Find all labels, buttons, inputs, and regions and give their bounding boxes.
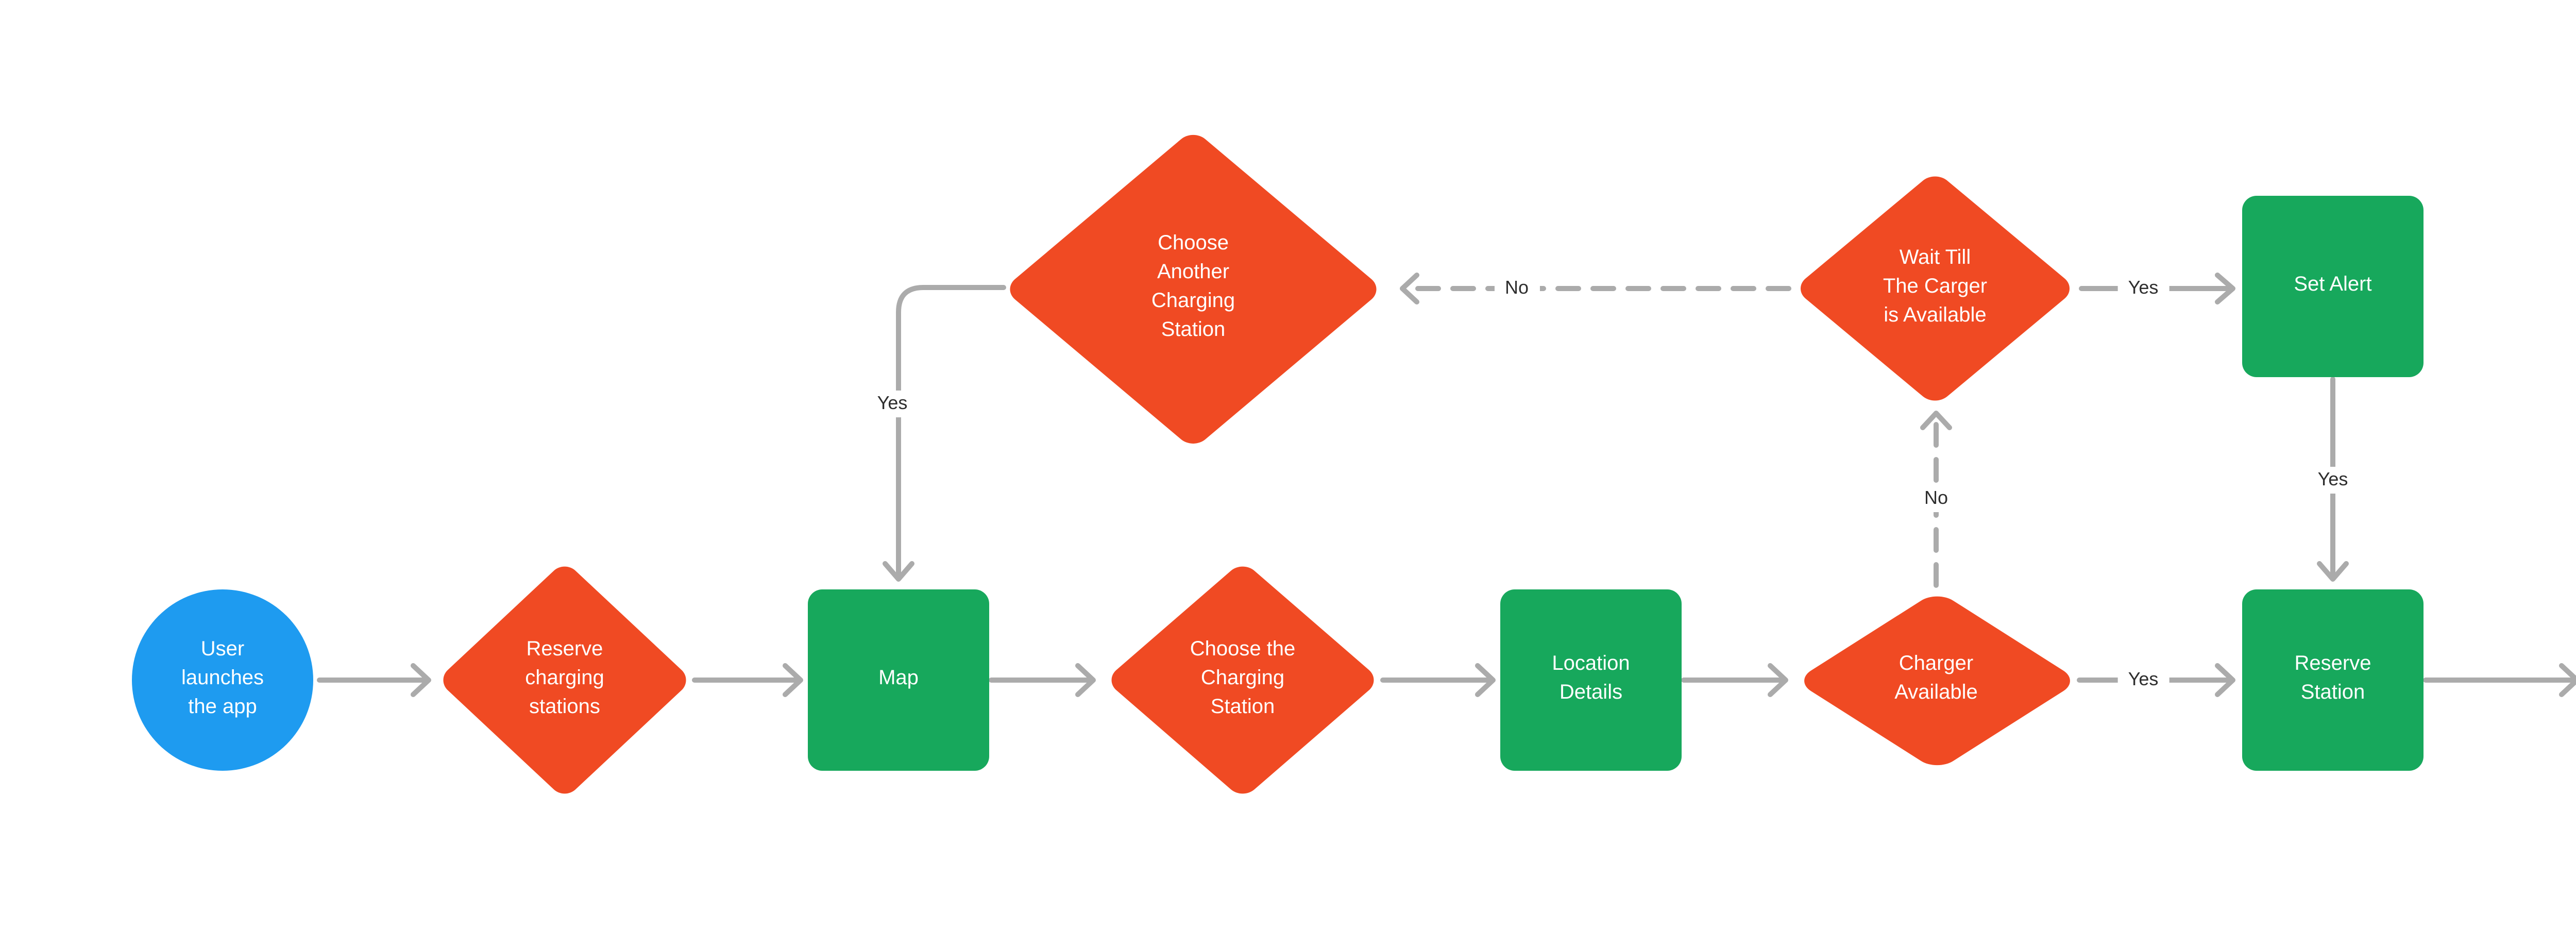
arrowhead-fill-details xyxy=(2559,663,2576,697)
arrowhead-choose-station xyxy=(1075,663,1096,697)
arrowhead-wait-charger xyxy=(1920,411,1952,430)
edge-label-charger-yes: Yes xyxy=(2117,667,2169,693)
edge-label-wait-yes: Yes xyxy=(2117,275,2169,302)
set-alert-shape xyxy=(2242,196,2424,377)
node-charger-available: Charger Available xyxy=(1795,589,2077,769)
choose-another-label: Choose Another Charging Station xyxy=(1151,232,1235,341)
edge-choose-another-yes-to-map xyxy=(896,285,1006,580)
arrowhead-reserve-charging xyxy=(411,663,431,697)
arrowhead-reserve-station xyxy=(2215,663,2235,697)
set-alert-label: Set Alert xyxy=(2294,274,2372,297)
node-reserve-station: Reserve Station xyxy=(2242,589,2424,771)
map-label: Map xyxy=(878,668,919,690)
arrowhead-charger xyxy=(1768,663,1788,697)
choose-station-label: Choose the Charging Station xyxy=(1190,639,1296,719)
reserve-station-shape xyxy=(2242,589,2424,771)
node-set-alert: Set Alert xyxy=(2242,196,2424,377)
node-user-launch: User launches the app xyxy=(132,589,313,771)
user-launch-shape xyxy=(132,589,313,771)
edge-label-set-alert-yes: Yes xyxy=(2307,467,2359,494)
node-reserve-charging: Reserve charging stations xyxy=(437,561,692,800)
node-choose-another: Choose Another Charging Station xyxy=(1004,128,1383,447)
node-location-details: Location Details xyxy=(1500,589,1682,771)
arrowhead-reserve-station-top xyxy=(2317,561,2349,582)
arrowhead-choose-another xyxy=(1400,273,1419,304)
map-shape xyxy=(808,589,989,771)
arrowhead-map-top xyxy=(883,561,914,582)
reserve-charging-label: Reserve charging stations xyxy=(525,639,604,719)
node-wait-charger: Wait Till The Carger is Available xyxy=(1793,169,2077,406)
edge-label-wait-no: No xyxy=(1494,275,1539,302)
node-map: Map xyxy=(808,589,989,771)
edge-label-choose-another-yes: Yes xyxy=(867,391,918,417)
reserve-station-label: Reserve Station xyxy=(2294,653,2371,705)
node-choose-station: Choose the Charging Station xyxy=(1105,561,1381,800)
arrowhead-set-alert xyxy=(2215,273,2235,304)
charger-available-label: Charger Available xyxy=(1894,652,1978,704)
arrowhead-location xyxy=(1475,663,1496,697)
location-details-shape xyxy=(1500,589,1682,771)
user-launch-label: User launches the app xyxy=(181,639,264,719)
arrowhead-map xyxy=(783,663,803,697)
wait-charger-label: Wait Till The Carger is Available xyxy=(1883,246,1988,327)
edge-label-charger-no: No xyxy=(1913,485,1959,512)
location-details-label: Location Details xyxy=(1552,653,1630,705)
